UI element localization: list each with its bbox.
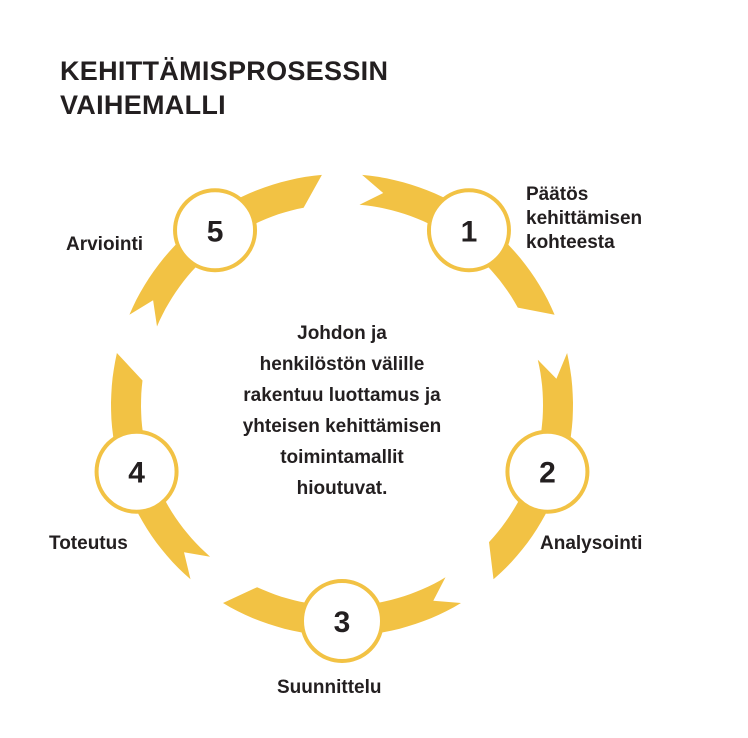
step-4-label: Toteutus: [49, 532, 128, 556]
center-line: yhteisen kehittämisen: [242, 416, 442, 437]
arrow-segment-2: [489, 353, 573, 580]
page-title: KEHITTÄMISPROSESSIN VAIHEMALLI: [60, 54, 388, 122]
center-line: henkilöstön välille: [259, 354, 425, 375]
center-line: hioutuvat.: [296, 478, 388, 499]
step-1-node: 1: [426, 188, 511, 273]
step-5-node: 5: [173, 188, 258, 273]
step-number: 1: [461, 215, 478, 248]
title-line: VAIHEMALLI: [60, 90, 226, 120]
center-text: Johdon ja henkilöstön välille rakentuu l…: [192, 318, 492, 504]
step-number: 5: [207, 215, 224, 248]
step-number: 2: [539, 457, 556, 490]
step-2-node: 2: [505, 429, 590, 514]
node-circle: [300, 579, 384, 663]
step-number: 3: [334, 606, 351, 639]
step-3-label: Suunnittelu: [277, 676, 381, 700]
step-3-node: 3: [300, 579, 384, 663]
label-line: Päätös: [526, 184, 589, 205]
node-circle: [173, 188, 258, 273]
node-circle: [426, 188, 511, 273]
step-4-node: 4: [94, 429, 179, 514]
center-line: rakentuu luottamus ja: [243, 385, 441, 406]
title-line: KEHITTÄMISPROSESSIN: [60, 56, 389, 86]
node-circle: [505, 429, 590, 514]
label-line: Analysointi: [540, 533, 643, 554]
label-line: kohteesta: [526, 232, 615, 253]
arrow-segment-1: [359, 174, 555, 315]
node-circle: [94, 429, 179, 514]
label-line: Suunnittelu: [277, 677, 382, 698]
step-number: 4: [128, 457, 145, 490]
step-1-label: Päätös kehittämisen kohteesta: [526, 183, 642, 255]
label-line: Toteutus: [49, 533, 128, 554]
label-line: Arviointi: [66, 234, 144, 255]
arrow-segment-4: [111, 353, 211, 580]
center-line: toimintamallit: [280, 447, 404, 468]
arrow-segment-5: [129, 174, 322, 327]
step-2-label: Analysointi: [540, 532, 642, 556]
step-5-label: Arviointi: [66, 233, 143, 257]
label-line: kehittämisen: [526, 208, 643, 229]
center-line: Johdon ja: [297, 323, 387, 344]
